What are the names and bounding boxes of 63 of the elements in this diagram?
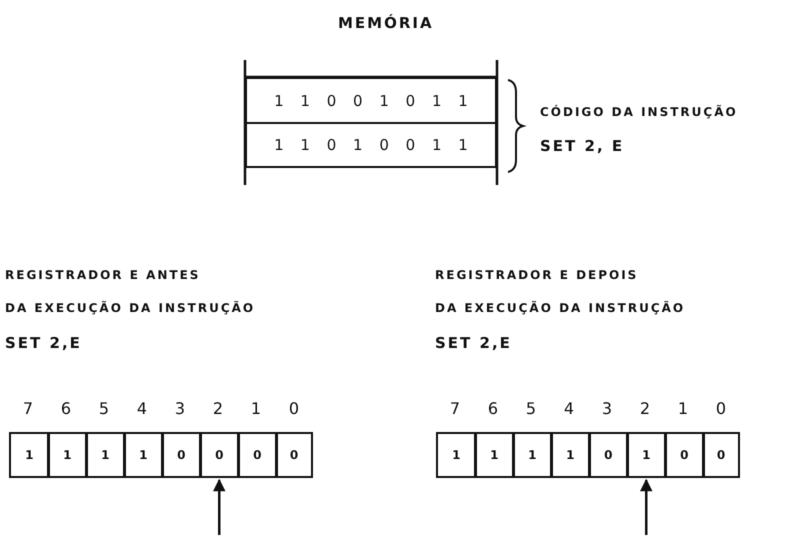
bit-cell bbox=[47, 432, 88, 478]
bit-number: 6 bbox=[486, 399, 500, 418]
bit-number: 3 bbox=[174, 399, 186, 418]
bit-value: 1 bbox=[101, 448, 110, 462]
bit-cell bbox=[85, 432, 126, 478]
bit-value: 0 bbox=[290, 448, 298, 462]
bit-cell bbox=[436, 432, 476, 478]
bit-value: 1 bbox=[566, 448, 574, 462]
heading-text: DA EXECUÇÃO DA INSTRUÇÃO bbox=[435, 301, 686, 315]
binary-value: 1 1 0 1 0 0 1 1 bbox=[274, 136, 474, 154]
bit-cell bbox=[474, 432, 514, 478]
heading-text: REGISTRADOR E ANTES bbox=[5, 268, 200, 282]
bit-value: 0 bbox=[680, 448, 688, 462]
arrow bbox=[213, 478, 226, 535]
bit-value: 1 bbox=[139, 448, 148, 462]
bit-number: 0 bbox=[288, 399, 300, 418]
bit-number: 5 bbox=[98, 399, 110, 418]
bit-number: 0 bbox=[714, 399, 728, 418]
bit-cell bbox=[664, 432, 704, 478]
bit-value: 1 bbox=[25, 448, 34, 462]
bit-number: 1 bbox=[250, 399, 262, 418]
title: MEMÓRIA bbox=[338, 14, 434, 32]
bit-cell bbox=[626, 432, 666, 478]
heading-text: SET 2,E bbox=[435, 334, 512, 352]
bit-value: 0 bbox=[177, 448, 186, 462]
bit-value: 1 bbox=[490, 448, 498, 462]
heading-text: SET 2,E bbox=[5, 334, 82, 352]
bit-number: 5 bbox=[524, 399, 538, 418]
bit-cell bbox=[588, 432, 628, 478]
heading-text: REGISTRADOR E DEPOIS bbox=[435, 268, 638, 282]
bit-number: 7 bbox=[448, 399, 462, 418]
bit-cell bbox=[237, 432, 278, 478]
bit-cell bbox=[123, 432, 164, 478]
annotation-text: SET 2, E bbox=[540, 137, 624, 155]
heading-text: DA EXECUÇÃO DA INSTRUÇÃO bbox=[5, 301, 256, 315]
bit-number: 2 bbox=[212, 399, 224, 418]
bit-value: 0 bbox=[604, 448, 612, 462]
bit-cell bbox=[275, 432, 313, 478]
bit-value: 0 bbox=[716, 448, 726, 462]
binary-value: 1 1 0 0 1 0 1 1 bbox=[274, 92, 474, 110]
annotation-text: CÓDIGO DA INSTRUÇÃO bbox=[540, 105, 738, 119]
bit-cell bbox=[702, 432, 740, 478]
bit-value: 0 bbox=[215, 448, 224, 462]
bit-number: 2 bbox=[638, 399, 652, 418]
bit-value: 1 bbox=[642, 448, 650, 462]
bit-number: 3 bbox=[600, 399, 614, 418]
bit-cell bbox=[161, 432, 202, 478]
bit-cell bbox=[9, 432, 50, 478]
memory-cell bbox=[245, 124, 497, 168]
bit-number: 7 bbox=[22, 399, 34, 418]
bit-number: 4 bbox=[562, 399, 576, 418]
memory-cell bbox=[245, 77, 497, 124]
bit-value: 1 bbox=[63, 448, 72, 462]
bit-value: 1 bbox=[528, 448, 536, 462]
bit-cell bbox=[199, 432, 240, 478]
bit-value: 1 bbox=[452, 448, 460, 462]
bit-number: 4 bbox=[136, 399, 148, 418]
bit-number: 6 bbox=[60, 399, 72, 418]
bit-number: 1 bbox=[676, 399, 690, 418]
bit-cell bbox=[512, 432, 552, 478]
arrow bbox=[640, 478, 652, 535]
bit-cell bbox=[550, 432, 590, 478]
bit-value: 0 bbox=[253, 448, 262, 462]
